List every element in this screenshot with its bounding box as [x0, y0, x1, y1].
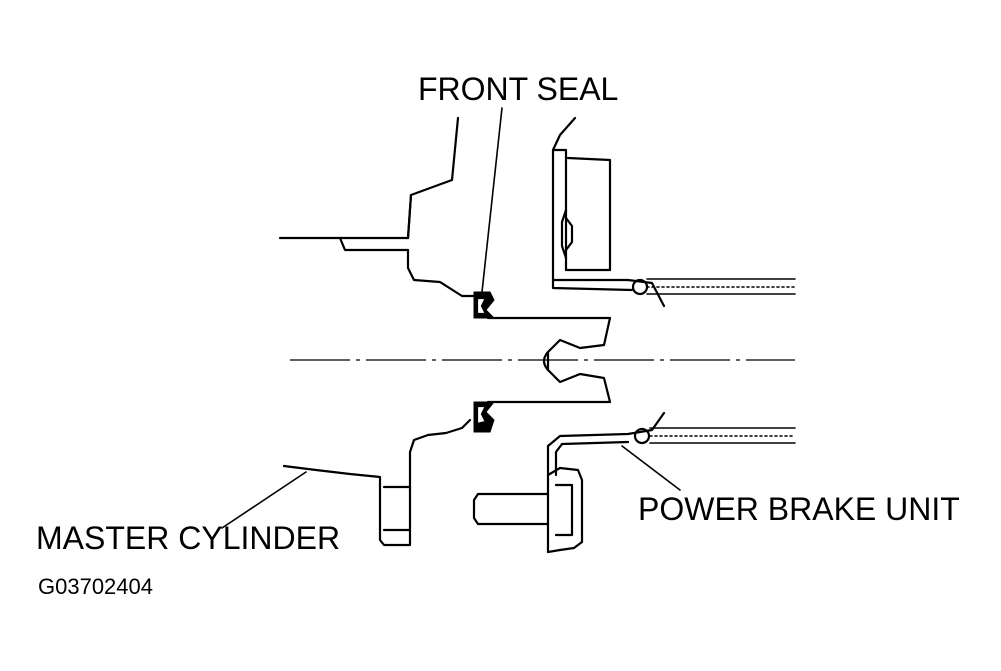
power-brake-housing-upper [551, 116, 796, 308]
mounting-stud [472, 466, 584, 554]
power-brake-housing-lower [546, 411, 796, 554]
master-cylinder-leader [221, 471, 307, 529]
master-cylinder-body [278, 116, 476, 547]
power-brake-unit-label: POWER BRAKE UNIT [638, 491, 960, 527]
power-brake-unit-leader [621, 445, 681, 491]
figure-code: G03702404 [38, 574, 153, 599]
front-seal-lower [473, 401, 496, 433]
front-seal-leader [481, 107, 503, 293]
front-seal-upper [473, 291, 496, 319]
front-seal-label: FRONT SEAL [418, 71, 618, 107]
master-cylinder-label: MASTER CYLINDER [36, 520, 340, 556]
pushrod [486, 316, 612, 404]
